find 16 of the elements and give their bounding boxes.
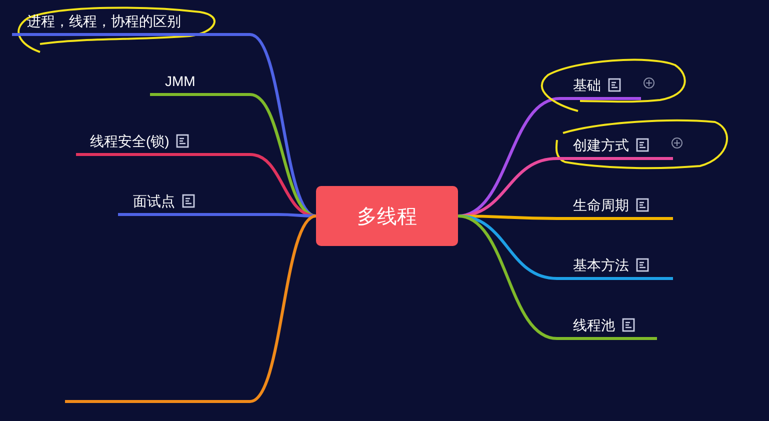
topic-label: 线程安全(锁) (90, 133, 170, 150)
branch-connector (249, 33, 317, 218)
branch-connector (458, 214, 558, 340)
topic-label: JMM (165, 73, 196, 90)
topic-label: 面试点 (133, 193, 175, 210)
topic-label: 进程，线程，协程的区别 (27, 13, 181, 30)
topic-label: 基本方法 (573, 257, 629, 274)
branch-connector (250, 93, 316, 218)
topic-label: 线程池 (573, 317, 615, 334)
branch-connector (278, 213, 316, 218)
topic-label: 生命周期 (573, 197, 629, 214)
topic-title: 多线程 (357, 204, 417, 230)
central-topic-box (316, 186, 458, 246)
topic-label: 基础 (573, 77, 601, 94)
branch-connector (249, 214, 317, 403)
topic-label: 创建方式 (573, 137, 629, 154)
